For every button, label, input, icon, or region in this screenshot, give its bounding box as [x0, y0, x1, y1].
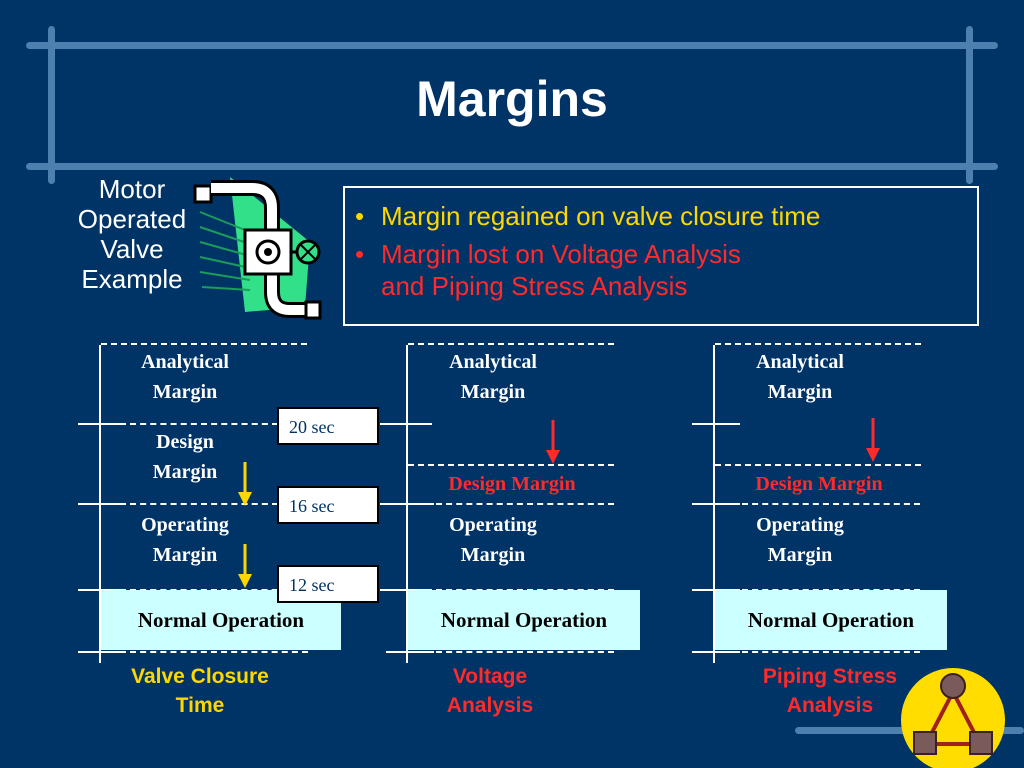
- limit-tick: [692, 423, 740, 425]
- down-arrow-icon: [238, 544, 252, 588]
- time-box: 12 sec: [277, 565, 379, 603]
- valve-icon: [193, 177, 322, 320]
- down-arrow-icon: [866, 418, 880, 462]
- time-box: 16 sec: [277, 486, 379, 524]
- baseline-line: [130, 651, 308, 653]
- baseline-line: [742, 651, 920, 653]
- design-limit-line: [130, 423, 278, 425]
- frame-line-left: [48, 26, 55, 184]
- limit-tick: [386, 651, 434, 653]
- baseline-line: [436, 651, 614, 653]
- design-limit-line: [715, 464, 921, 466]
- down-arrow-icon: [238, 462, 252, 506]
- design-limit-line: [408, 464, 614, 466]
- limit-tick: [692, 651, 740, 653]
- operating-limit-line: [436, 503, 614, 505]
- logo-icon: [901, 668, 1005, 768]
- bullet-item: •Margin regained on valve closure time: [355, 201, 821, 231]
- operating-limit-line: [130, 503, 278, 505]
- bullet-box: •Margin regained on valve closure time •…: [343, 186, 979, 326]
- analytical-limit-line: [408, 343, 614, 345]
- limit-tick: [78, 423, 126, 425]
- limit-tick: [386, 503, 434, 505]
- design-margin-label: Design Margin: [755, 473, 883, 495]
- frame-line-top: [26, 42, 998, 49]
- operating-limit-line: [742, 503, 920, 505]
- slide-title: Margins: [416, 71, 608, 127]
- design-margin-label: Design Margin: [448, 473, 576, 495]
- bullet-item: •Margin lost on Voltage Analysis and Pip…: [355, 239, 741, 301]
- example-label: Motor Operated Valve Example: [77, 174, 187, 294]
- frame-line-mid: [26, 163, 998, 170]
- limit-tick: [78, 651, 126, 653]
- limit-tick: [78, 503, 126, 505]
- analytical-limit-line: [101, 343, 307, 345]
- normal-operation-box: Normal Operation: [715, 590, 947, 650]
- limit-tick: [692, 503, 740, 505]
- time-box: 20 sec: [277, 407, 379, 445]
- analytical-limit-line: [715, 343, 921, 345]
- down-arrow-icon: [546, 420, 560, 464]
- frame-line-right: [966, 26, 973, 184]
- normal-operation-box: Normal Operation: [408, 590, 640, 650]
